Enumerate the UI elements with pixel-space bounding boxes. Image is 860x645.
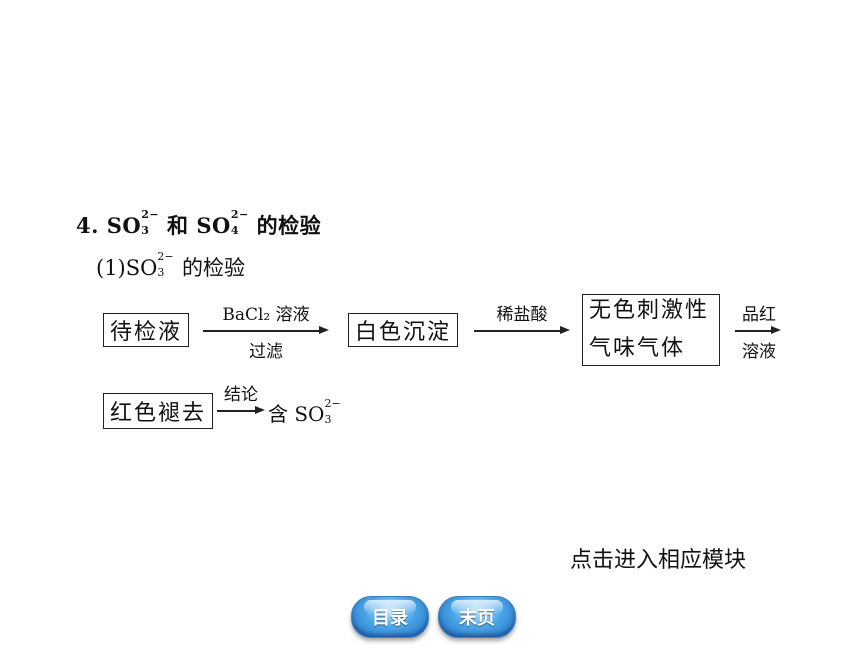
subheading-suffix: 的检验	[182, 256, 246, 280]
heading-number: 4.	[76, 213, 99, 238]
subheading-index: (1)	[96, 256, 126, 280]
heading-connector: 和	[167, 213, 189, 238]
arrow3-bottom-label: 溶液	[742, 342, 776, 362]
conclusion-prefix: 含	[268, 402, 288, 426]
module-prompt: 点击进入相应模块	[570, 548, 747, 573]
arrow4	[217, 406, 265, 414]
toc-button[interactable]: 目录	[351, 596, 429, 638]
arrow3-top-label: 品红	[742, 305, 776, 325]
sample-box: 待检液	[103, 313, 189, 347]
gas-box-line1: 无色刺激性	[589, 298, 710, 323]
heading-suffix: 的检验	[256, 213, 322, 238]
arrow2-top-label: 稀盐酸	[496, 305, 548, 325]
gas-box-line2: 气味气体	[589, 336, 686, 361]
arrow4-top-label: 结论	[224, 385, 258, 405]
toc-button-label: 目录	[372, 608, 408, 629]
arrow1-bottom-label: 过滤	[249, 342, 283, 362]
gas-box: 无色刺激性 气味气体	[582, 294, 720, 366]
arrow1	[203, 326, 329, 334]
last-page-button[interactable]: 末页	[438, 596, 516, 638]
arrow3	[735, 326, 781, 334]
precipitate-box: 白色沉淀	[348, 313, 458, 347]
last-page-button-label: 末页	[459, 608, 495, 629]
color-fades-box: 红色褪去	[103, 393, 213, 429]
arrow1-top-label: BaCl₂ 溶液	[222, 305, 310, 325]
arrow2	[474, 326, 570, 334]
